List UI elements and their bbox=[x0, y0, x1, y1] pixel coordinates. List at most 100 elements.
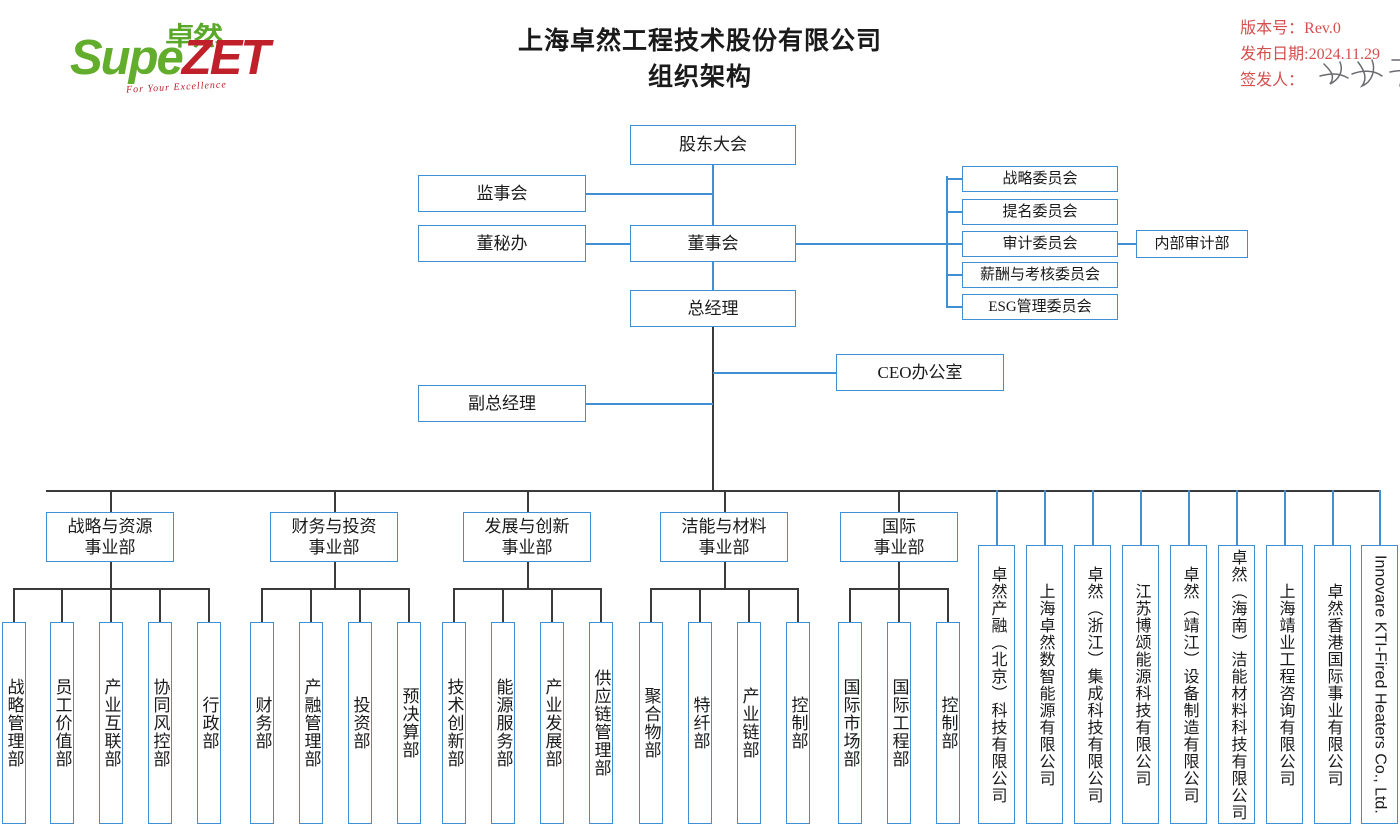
box-division-finance-investment[interactable]: 财务与投资 事业部 bbox=[270, 512, 398, 562]
connector-board-to-bus-h bbox=[848, 243, 948, 245]
box-dept-polymer[interactable]: 聚合物部 bbox=[639, 622, 663, 824]
dept-3-3-label: 控制部 bbox=[788, 696, 808, 750]
box-internal-audit-dept[interactable]: 内部审计部 bbox=[1136, 230, 1248, 258]
box-dept-employee-value[interactable]: 员工价值部 bbox=[50, 622, 74, 824]
box-dept-control-clean-energy[interactable]: 控制部 bbox=[786, 622, 810, 824]
connector-division-0-down bbox=[110, 562, 112, 588]
dept-2-2-label: 产业发展部 bbox=[542, 678, 562, 768]
division-4-name-line1: 国际 bbox=[882, 517, 916, 536]
box-dept-technology-innovation[interactable]: 技术创新部 bbox=[442, 622, 466, 824]
dept-1-0-label: 财务部 bbox=[252, 696, 272, 750]
box-board-secretary-office[interactable]: 董秘办 bbox=[418, 225, 586, 262]
box-committee-compensation[interactable]: 薪酬与考核委员会 bbox=[962, 262, 1118, 288]
dept-4-2-label: 控制部 bbox=[938, 696, 958, 750]
division-1-name-line1: 财务与投资 bbox=[291, 517, 377, 536]
connector-division-1-bus bbox=[261, 588, 408, 590]
connector-committee-0 bbox=[946, 178, 962, 180]
division-3-name-line1: 洁能与材料 bbox=[681, 517, 767, 536]
dept-0-4-label: 行政部 bbox=[199, 696, 219, 750]
dept-4-1-label: 国际工程部 bbox=[889, 678, 909, 768]
dept-3-2-label: 产业链部 bbox=[739, 687, 759, 759]
box-dept-supply-chain-management[interactable]: 供应链管理部 bbox=[589, 622, 613, 824]
box-dept-budget-settlement[interactable]: 预决算部 bbox=[397, 622, 421, 824]
connector-dept-1-2 bbox=[359, 588, 361, 622]
signature-icon bbox=[1319, 59, 1400, 88]
box-dept-collaborative-risk-control[interactable]: 协同风控部 bbox=[148, 622, 172, 824]
subsidiary-1-label: 上海卓然数智能源有限公司 bbox=[1036, 582, 1054, 787]
connector-secretary-to-board bbox=[586, 243, 631, 245]
box-board-of-directors[interactable]: 董事会 bbox=[630, 225, 796, 262]
dept-4-0-label: 国际市场部 bbox=[840, 678, 860, 768]
division-1-name-line2: 事业部 bbox=[308, 538, 360, 557]
issuer-row: 签发人： bbox=[1240, 59, 1400, 94]
box-subsidiary-shanghai-jingye-consulting[interactable]: 上海靖业工程咨询有限公司 bbox=[1266, 545, 1303, 824]
box-dept-industrial-internet[interactable]: 产业互联部 bbox=[99, 622, 123, 824]
connector-dept-3-0 bbox=[650, 588, 652, 622]
connector-subsidiary-7 bbox=[1332, 490, 1334, 545]
logo-wordmark: SupeZET bbox=[70, 30, 270, 86]
box-dept-international-market[interactable]: 国际市场部 bbox=[838, 622, 862, 824]
connector-committee-4 bbox=[946, 306, 962, 308]
box-subsidiary-zhuoran-zhejiang-integration[interactable]: 卓然（浙江）集成科技有限公司 bbox=[1074, 545, 1111, 824]
connector-trunk-to-ceo-office bbox=[713, 372, 836, 374]
version-row: 版本号：Rev.0 bbox=[1240, 16, 1380, 42]
box-committee-audit[interactable]: 审计委员会 bbox=[962, 231, 1118, 257]
box-dept-finance[interactable]: 财务部 bbox=[250, 622, 274, 824]
box-division-development-innovation[interactable]: 发展与创新 事业部 bbox=[463, 512, 591, 562]
connector-dept-3-3 bbox=[797, 588, 799, 622]
dept-1-1-label: 产融管理部 bbox=[301, 678, 321, 768]
division-3-name-line2: 事业部 bbox=[698, 538, 750, 557]
connector-dept-2-1 bbox=[502, 588, 504, 622]
release-date-value: 2024.11.29 bbox=[1308, 46, 1380, 63]
connector-dept-3-1 bbox=[699, 588, 701, 622]
box-dept-industry-chain[interactable]: 产业链部 bbox=[737, 622, 761, 824]
box-committee-strategy[interactable]: 战略委员会 bbox=[962, 166, 1118, 192]
box-subsidiary-zhuoran-jingjiang-equipment[interactable]: 卓然（靖江）设备制造有限公司 bbox=[1170, 545, 1207, 824]
connector-dept-0-4 bbox=[208, 588, 210, 622]
box-dept-strategy-management[interactable]: 战略管理部 bbox=[2, 622, 26, 824]
main-trunk-vertical bbox=[712, 327, 714, 491]
box-dept-energy-service[interactable]: 能源服务部 bbox=[491, 622, 515, 824]
box-subsidiary-zhuoran-hainan-materials[interactable]: 卓然（海南）洁能材料科技有限公司 bbox=[1218, 545, 1255, 824]
box-division-international[interactable]: 国际 事业部 bbox=[840, 512, 958, 562]
connector-shareholders-to-board bbox=[712, 165, 714, 225]
connector-division-2-bus bbox=[453, 588, 601, 590]
dept-0-1-label: 员工价值部 bbox=[52, 678, 72, 768]
connector-committee-1 bbox=[946, 211, 962, 213]
box-shareholders-meeting[interactable]: 股东大会 bbox=[630, 125, 796, 165]
box-dept-investment[interactable]: 投资部 bbox=[348, 622, 372, 824]
connector-bus-to-division-1 bbox=[334, 490, 336, 512]
box-dept-industry-development[interactable]: 产业发展部 bbox=[540, 622, 564, 824]
connector-board-to-gm bbox=[712, 262, 714, 290]
box-subsidiary-zhuoran-hongkong-international[interactable]: 卓然香港国际事业有限公司 bbox=[1314, 545, 1351, 824]
box-dept-industry-finance-management[interactable]: 产融管理部 bbox=[299, 622, 323, 824]
box-subsidiary-jiangsu-bosong-energy[interactable]: 江苏博颂能源科技有限公司 bbox=[1122, 545, 1159, 824]
version-label: 版本号： bbox=[1240, 20, 1305, 37]
division-2-name-line1: 发展与创新 bbox=[484, 517, 570, 536]
subsidiary-4-label: 卓然（靖江）设备制造有限公司 bbox=[1180, 565, 1198, 804]
subsidiary-6-label: 上海靖业工程咨询有限公司 bbox=[1276, 582, 1294, 787]
connector-bus-to-division-3 bbox=[724, 490, 726, 512]
box-deputy-general-manager[interactable]: 副总经理 bbox=[418, 385, 586, 422]
box-dept-control-international[interactable]: 控制部 bbox=[936, 622, 960, 824]
box-ceo-office[interactable]: CEO办公室 bbox=[836, 354, 1004, 391]
box-committee-nomination[interactable]: 提名委员会 bbox=[962, 199, 1118, 225]
box-division-strategy-resources[interactable]: 战略与资源 事业部 bbox=[46, 512, 174, 562]
connector-dept-4-1 bbox=[898, 588, 900, 622]
connector-subsidiary-0 bbox=[996, 490, 998, 545]
box-dept-international-engineering[interactable]: 国际工程部 bbox=[887, 622, 911, 824]
connector-bus-to-division-2 bbox=[527, 490, 529, 512]
box-division-clean-energy-materials[interactable]: 洁能与材料 事业部 bbox=[660, 512, 788, 562]
box-subsidiary-zhuoran-chanrong-beijing[interactable]: 卓然产融（北京）科技有限公司 bbox=[978, 545, 1015, 824]
box-dept-special-fiber[interactable]: 特纤部 bbox=[688, 622, 712, 824]
connector-subsidiary-1 bbox=[1044, 490, 1046, 545]
connector-division-3-bus bbox=[650, 588, 798, 590]
box-committee-esg[interactable]: ESG管理委员会 bbox=[962, 294, 1118, 320]
box-subsidiary-shanghai-shuzhi-energy[interactable]: 上海卓然数智能源有限公司 bbox=[1026, 545, 1063, 824]
box-supervisory-board[interactable]: 监事会 bbox=[418, 175, 586, 212]
box-general-manager[interactable]: 总经理 bbox=[630, 290, 796, 327]
connector-dept-0-1 bbox=[61, 588, 63, 622]
box-subsidiary-innovare-kti[interactable]: Innovare KTI-Fired Heaters Co., Ltd. bbox=[1361, 545, 1398, 824]
box-dept-administration[interactable]: 行政部 bbox=[197, 622, 221, 824]
